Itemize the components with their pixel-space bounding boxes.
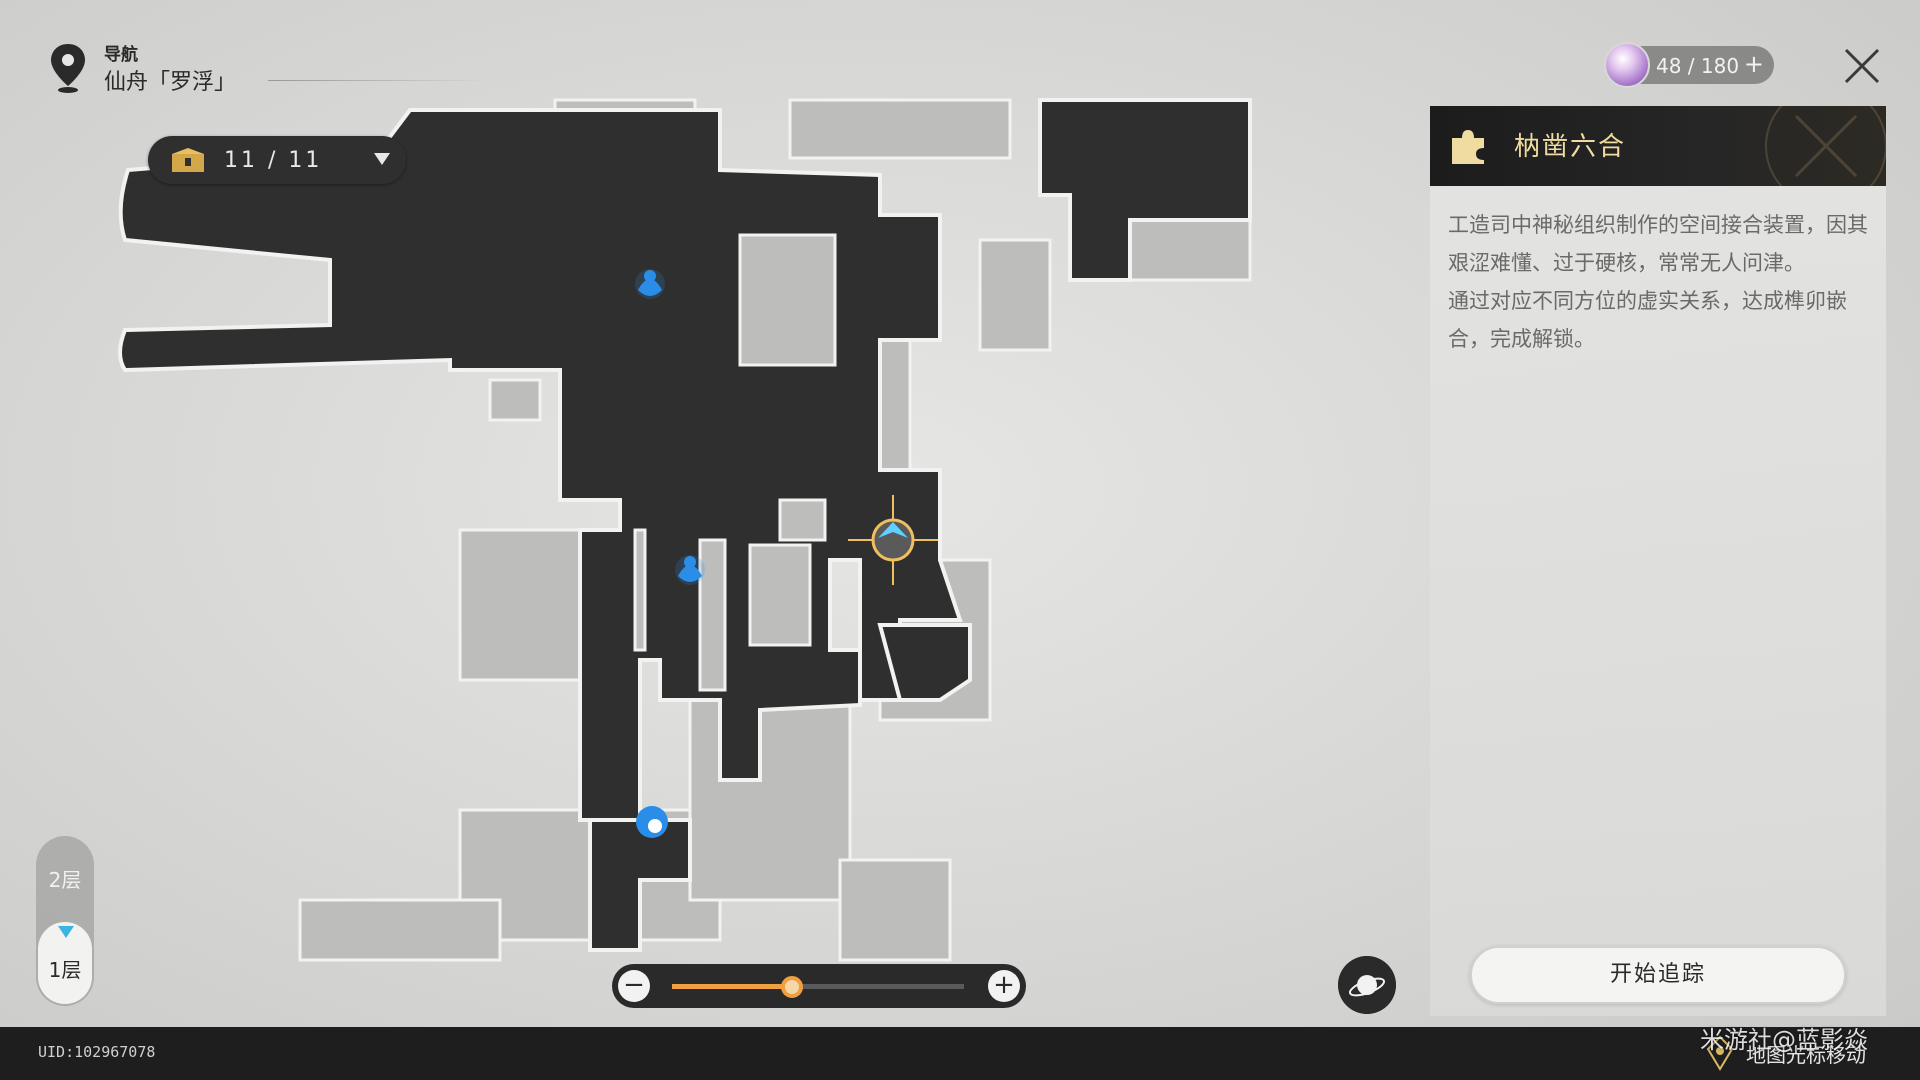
navigation-title: 导航 (104, 45, 138, 65)
player-marker (848, 495, 938, 585)
ornament-icon (1765, 106, 1886, 186)
trailblaze-power-value: 48 / 180 (1656, 54, 1740, 78)
chest-count: 11 / 11 (224, 147, 323, 173)
map-floor (118, 98, 1252, 952)
description-paragraph: 工造司中神秘组织制作的空间接合装置，因其艰涩难懂、过于硬核，常常无人问津。 (1448, 213, 1868, 275)
planet-icon[interactable] (1338, 956, 1396, 1014)
panel-header: 枘凿六合 (1430, 106, 1886, 186)
floor-2-button[interactable]: 2层 (48, 868, 82, 892)
zoom-slider-fill (672, 984, 792, 989)
puzzle-marker[interactable] (635, 269, 665, 299)
puzzle-marker[interactable] (675, 555, 705, 585)
close-icon[interactable] (1840, 44, 1884, 88)
location-pin-icon (51, 44, 85, 93)
panel-description: 工造司中神秘组织制作的空间接合装置，因其艰涩难懂、过于硬核，常常无人问津。 通过… (1448, 206, 1868, 358)
trailblaze-power-icon (1604, 42, 1650, 88)
start-tracking-button[interactable]: 开始追踪 (1470, 946, 1846, 1004)
zoom-control: − + (612, 964, 1026, 1008)
chest-counter-dropdown[interactable]: 11 / 11 (148, 136, 406, 184)
cursor-move-icon (1706, 1035, 1734, 1071)
zoom-out-button[interactable]: − (618, 970, 650, 1002)
zoom-slider[interactable] (672, 976, 964, 998)
zoom-in-button[interactable]: + (988, 970, 1020, 1002)
cursor-move-hint: 地图光标移动 (1746, 1043, 1866, 1067)
puzzle-marker[interactable] (636, 806, 668, 838)
zoom-slider-thumb[interactable] (780, 976, 803, 998)
navigation-header: 导航 仙舟「罗浮」 (48, 40, 488, 100)
info-panel: 枘凿六合 工造司中神秘组织制作的空间接合装置，因其艰涩难懂、过于硬核，常常无人问… (1430, 106, 1886, 1016)
user-id: UID:102967078 (38, 1043, 156, 1061)
floor-switcher: 2层 1层 (36, 836, 94, 1006)
trailblaze-power[interactable]: 48 / 180 + (1604, 42, 1774, 88)
map-inner-walls (488, 233, 837, 692)
chevron-down-icon (374, 153, 390, 165)
panel-title: 枘凿六合 (1514, 132, 1627, 162)
add-power-button[interactable]: + (1743, 50, 1764, 78)
watermark: 米游社@蓝影焱 (1700, 1026, 1868, 1054)
puzzle-piece-icon (1452, 130, 1484, 164)
region-name: 仙舟「罗浮」 (104, 70, 237, 95)
description-paragraph: 通过对应不同方位的虚实关系，达成榫卯嵌合，完成解锁。 (1448, 289, 1847, 351)
treasure-chest-icon (172, 148, 204, 172)
bottom-bar: UID:102967078 地图光标移动 (0, 1027, 1920, 1080)
current-floor-marker-icon (58, 926, 74, 938)
header-divider (268, 80, 488, 81)
